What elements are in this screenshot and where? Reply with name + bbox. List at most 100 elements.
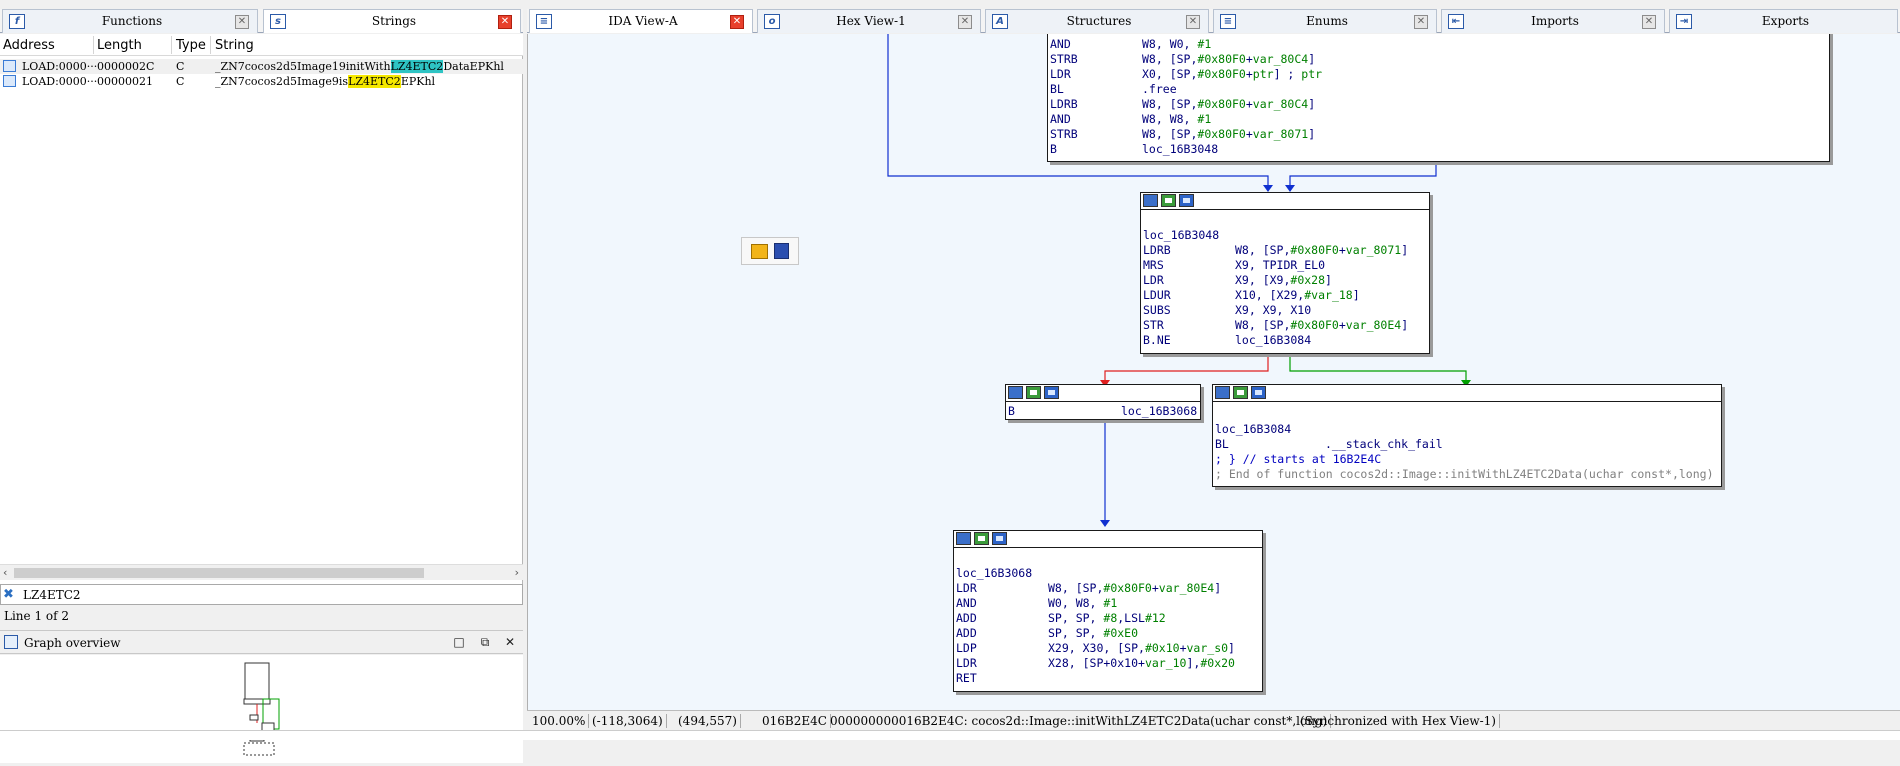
horizontal-scrollbar[interactable]: ‹ › xyxy=(0,564,523,580)
tab-exports-label: Exports xyxy=(1761,14,1810,28)
asm-mnemonic: LDR xyxy=(956,581,977,595)
close-icon[interactable]: ✕ xyxy=(235,15,249,29)
node-group-icon[interactable] xyxy=(1044,386,1059,399)
close-icon[interactable]: ✕ xyxy=(504,635,516,649)
node-color-icon[interactable] xyxy=(1143,194,1158,207)
asm-operands[interactable]: X28, [SP+0x10+var_10],#0x20 xyxy=(1048,656,1235,670)
asm-mnemonic: ADD xyxy=(956,626,977,640)
string-row[interactable]: LOAD:0000··· 00000021 C _ZN7cocos2d5Imag… xyxy=(0,74,523,89)
right-tab-bar: ≡ IDA View-A ✕ o Hex View-1 ✕ A Structur… xyxy=(527,9,1900,33)
asm-operands[interactable]: X9, [X9,#0x28] xyxy=(1235,273,1332,287)
graph-overview-title: Graph overview xyxy=(24,636,121,650)
tab-strings[interactable]: s Strings ✕ xyxy=(263,9,521,33)
graph-node-loc-16B3084[interactable]: loc_16B3084 BL .__stack_chk_fail ; } // … xyxy=(1212,384,1722,487)
graph-overview-canvas[interactable] xyxy=(0,655,523,763)
scrollbar-thumb[interactable] xyxy=(14,568,424,578)
node-rename-icon[interactable] xyxy=(1233,386,1248,399)
close-icon[interactable]: ✕ xyxy=(958,15,972,29)
asm-operands[interactable]: W8, [SP,#0x80F0+var_80C4] xyxy=(1142,52,1316,66)
node-label[interactable]: loc_16B3048 xyxy=(1143,228,1220,242)
asm-operands[interactable]: X0, [SP,#0x80F0+ptr] ; ptr xyxy=(1142,67,1323,81)
close-icon[interactable]: ✕ xyxy=(730,15,744,29)
asm-operands[interactable]: loc_16B3048 xyxy=(1142,142,1219,156)
scroll-right-icon[interactable]: › xyxy=(514,566,519,579)
node-color-icon[interactable] xyxy=(1215,386,1230,399)
asm-operands[interactable]: X9, TPIDR_EL0 xyxy=(1235,258,1326,272)
asm-mnemonic: B xyxy=(1050,142,1057,156)
node-toolbar xyxy=(1213,385,1721,402)
float-icon[interactable]: ⧉ xyxy=(480,635,490,649)
asm-operands[interactable]: W8, [SP,#0x80F0+var_80E4] xyxy=(1235,318,1409,332)
tab-imports-label: Imports xyxy=(1531,14,1579,28)
node-group-icon[interactable] xyxy=(1251,386,1266,399)
asm-operands[interactable]: W8, [SP,#0x80F0+var_8071] xyxy=(1235,243,1409,257)
save-icon[interactable] xyxy=(774,243,789,259)
close-icon[interactable]: ✕ xyxy=(1414,15,1428,29)
node-toolbar xyxy=(954,531,1262,548)
string-row[interactable]: LOAD:0000··· 0000002C C _ZN7cocos2d5Imag… xyxy=(0,59,523,74)
column-address[interactable]: Address xyxy=(3,38,55,53)
asm-mnemonic: STR xyxy=(1143,318,1164,332)
maximize-icon[interactable]: □ xyxy=(453,635,465,649)
tab-structures-label: Structures xyxy=(1066,14,1132,28)
asm-operands[interactable]: SP, SP, #8,LSL#12 xyxy=(1048,611,1166,625)
tab-functions[interactable]: f Functions ✕ xyxy=(2,9,258,33)
strings-column-header: Address Length Type String xyxy=(0,34,523,56)
column-length[interactable]: Length xyxy=(97,38,142,53)
structures-icon: A xyxy=(992,14,1008,29)
sync-status: (Synchronized with Hex View-1) xyxy=(1297,714,1500,728)
clear-filter-icon[interactable]: ✖ xyxy=(3,587,14,602)
asm-operands[interactable]: W8, W0, #1 xyxy=(1142,37,1212,51)
asm-operands[interactable]: W8, [SP,#0x80F0+var_8071] xyxy=(1142,127,1316,141)
line-info: Line 1 of 2 xyxy=(4,609,70,623)
asm-operands[interactable]: SP, SP, #0xE0 xyxy=(1048,626,1139,640)
tab-structures[interactable]: A Structures ✕ xyxy=(985,9,1209,33)
tab-exports[interactable]: ⇥ Exports xyxy=(1669,9,1898,33)
open-folder-icon[interactable] xyxy=(751,244,768,259)
tab-hex-view-label: Hex View-1 xyxy=(836,14,906,28)
asm-operands[interactable]: loc_16B3084 xyxy=(1235,333,1312,347)
asm-operands[interactable]: X9, X9, X10 xyxy=(1235,303,1312,317)
asm-operands[interactable]: X29, X30, [SP,#0x10+var_s0] xyxy=(1048,641,1235,655)
tab-ida-view-a[interactable]: ≡ IDA View-A ✕ xyxy=(529,9,753,33)
scroll-left-icon[interactable]: ‹ xyxy=(3,566,8,579)
tab-enums-label: Enums xyxy=(1306,14,1348,28)
tab-hex-view-1[interactable]: o Hex View-1 ✕ xyxy=(757,9,981,33)
asm-mnemonic: AND xyxy=(1050,37,1071,51)
node-color-icon[interactable] xyxy=(1008,386,1023,399)
asm-mnemonic: B.NE xyxy=(1143,333,1171,347)
close-icon[interactable]: ✕ xyxy=(498,15,512,29)
hex-icon: o xyxy=(764,14,780,29)
asm-operands[interactable]: W8, [SP,#0x80F0+var_80E4] xyxy=(1048,581,1222,595)
asm-operands[interactable]: X10, [X29,#var_18] xyxy=(1235,288,1360,302)
asm-mnemonic: LDRB xyxy=(1050,97,1078,111)
node-rename-icon[interactable] xyxy=(974,532,989,545)
asm-operands[interactable]: .free xyxy=(1142,82,1177,96)
column-string[interactable]: String xyxy=(215,38,254,53)
asm-operands[interactable]: W0, W8, #1 xyxy=(1048,596,1118,610)
node-rename-icon[interactable] xyxy=(1026,386,1041,399)
strings-pane: Address Length Type String LOAD:0000··· … xyxy=(0,34,523,763)
tab-strings-label: Strings xyxy=(371,14,417,28)
filter-input[interactable]: LZ4ETC2 xyxy=(23,588,81,602)
node-group-icon[interactable] xyxy=(1179,194,1194,207)
string-icon xyxy=(3,75,16,87)
graph-node-branch[interactable]: B loc_16B3068 xyxy=(1005,384,1201,420)
node-group-icon[interactable] xyxy=(992,532,1007,545)
close-icon[interactable]: ✕ xyxy=(1642,15,1656,29)
tab-imports[interactable]: ⇤ Imports ✕ xyxy=(1441,9,1665,33)
column-type[interactable]: Type xyxy=(176,38,206,53)
tab-enums[interactable]: ≡ Enums ✕ xyxy=(1213,9,1437,33)
close-icon[interactable]: ✕ xyxy=(1186,15,1200,29)
ida-graph-view[interactable]: AND W8, W0, #1 STR B W8, [SP,#0x80F0+var_80C… xyxy=(527,34,1900,710)
tab-ida-view-a-label: IDA View-A xyxy=(608,14,678,28)
node-color-icon[interactable] xyxy=(956,532,971,545)
asm-operands[interactable]: W8, [SP,#0x80F0+var_80C4] xyxy=(1142,97,1316,111)
asm-operands[interactable]: W8, W8, #1 xyxy=(1142,112,1212,126)
node-rename-icon[interactable] xyxy=(1161,194,1176,207)
enums-icon: ≡ xyxy=(1220,14,1236,29)
graph-overview-minimap xyxy=(243,662,280,756)
